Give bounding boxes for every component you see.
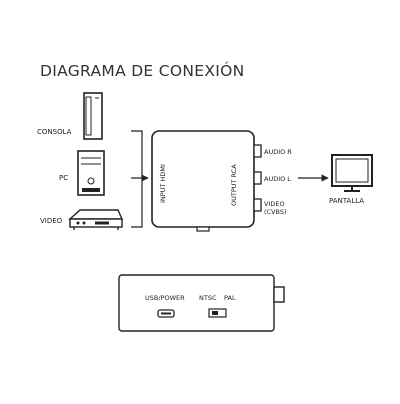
output-rca-label: OUTPUT RCA [230, 164, 238, 206]
pc-icon [77, 150, 105, 196]
monitor-icon [331, 154, 373, 192]
rca-port-audio-r [253, 144, 262, 158]
input-hdmi-label: INPUT HDMI [159, 164, 167, 203]
usb-power-label: USB/POWER [145, 294, 185, 302]
diagram-title: DIAGRAMA DE CONEXIÓN [40, 61, 245, 80]
pc-label: PC [59, 174, 68, 182]
video-port-label: VIDEO [264, 200, 285, 208]
rca-port-audio-l [253, 171, 262, 185]
audio-r-label: AUDIO R [264, 148, 292, 156]
audio-l-label: AUDIO L [264, 175, 291, 183]
input-bracket [131, 130, 149, 228]
rca-port-video [253, 198, 262, 212]
pal-label: PAL [224, 294, 236, 302]
console-label: CONSOLA [37, 128, 72, 136]
video-source-label: VIDEO [40, 217, 63, 225]
converter-box [151, 130, 255, 232]
usb-port-icon [157, 309, 175, 318]
display-label: PANTALLA [329, 197, 364, 205]
cvbs-label: (CVBS) [264, 208, 287, 216]
ntsc-pal-switch-icon [208, 308, 227, 318]
ntsc-label: NTSC [199, 294, 217, 302]
converter-side-view [118, 274, 285, 332]
video-player-icon [68, 209, 124, 230]
console-icon [83, 92, 103, 140]
